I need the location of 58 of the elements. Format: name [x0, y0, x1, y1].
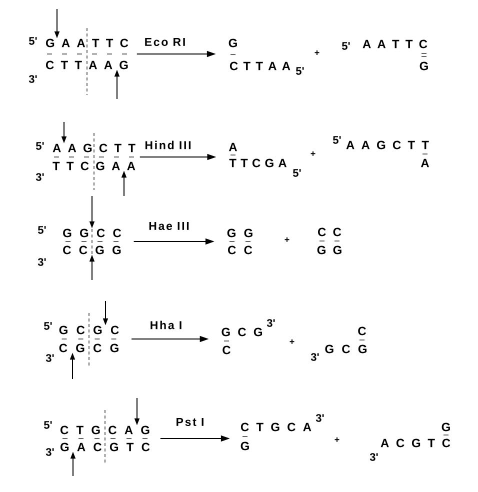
edge-label: Hae III: [149, 222, 189, 230]
strand-end-label: 5': [38, 226, 46, 234]
strand-end-label: 5': [36, 142, 44, 150]
base-sequence: G A A T T C: [46, 38, 128, 48]
base-sequence: A A G C T T: [346, 140, 429, 150]
base-sequence: C C G G: [63, 246, 121, 254]
strand-end-label: 3': [370, 453, 378, 461]
strand-end-label: 5': [332, 136, 341, 144]
base-sequence: G C G C: [59, 326, 119, 334]
base-sequence: C T T A A G: [46, 60, 128, 70]
plus-sign: +: [314, 50, 320, 55]
strand-end-label: 5': [296, 67, 304, 75]
edge-label: Hha I: [150, 320, 182, 330]
base-sequence: C T G C A G: [60, 426, 150, 434]
base-sequence: C C: [318, 228, 342, 236]
strand-end-label: 5': [292, 169, 301, 177]
base-sequence: G G: [317, 246, 342, 254]
base-sequence: G: [442, 422, 450, 432]
plus-sign: +: [310, 151, 316, 156]
base-sequence: A A T T C: [362, 40, 428, 48]
base-sequence: G C G: [325, 344, 367, 354]
base-sequence: G: [240, 442, 249, 450]
edge-label: Pst I: [176, 418, 204, 426]
base-sequence: C: [222, 346, 230, 354]
base-sequence: G G C C: [63, 228, 122, 238]
base-sequence: C: [358, 326, 366, 336]
base-sequence: G G: [227, 228, 252, 238]
strand-end-label: 3': [266, 319, 275, 327]
base-sequence: C T G C A: [240, 422, 312, 432]
plus-sign: +: [290, 339, 294, 344]
strand-end-label: 3': [46, 354, 54, 362]
strand-end-label: 3': [316, 414, 324, 422]
base-sequence: T T C G A: [229, 158, 287, 168]
strand-end-label: 3': [46, 448, 54, 456]
strand-end-label: 5': [44, 322, 52, 330]
strand-end-label: 5': [44, 421, 52, 429]
base-sequence: C G C G: [59, 344, 118, 352]
strand-end-label: 3': [36, 173, 44, 181]
base-sequence: C T T A A: [230, 62, 290, 70]
base-sequence: G C G: [222, 328, 262, 336]
base-sequence: A: [420, 158, 429, 168]
base-sequence: A A G C T T: [52, 144, 136, 152]
strand-end-label: 3': [310, 353, 319, 361]
strand-end-label: 3': [38, 258, 46, 266]
strand-end-label: 5': [28, 37, 37, 45]
edge-label: Hind III: [145, 140, 191, 150]
base-sequence: G A C G T C: [60, 442, 150, 452]
base-sequence: A: [228, 142, 237, 152]
edge-label: Eco RI: [145, 38, 185, 46]
base-sequence: A C G T C: [380, 438, 450, 448]
base-sequence: G: [228, 38, 237, 48]
plus-sign: +: [284, 237, 290, 242]
base-sequence: T T C G A A: [52, 162, 136, 170]
strand-end-label: 3': [28, 75, 37, 83]
base-sequence: C C: [228, 246, 252, 254]
strand-end-label: 5': [342, 42, 350, 50]
plus-sign: +: [334, 437, 340, 442]
base-sequence: G: [420, 62, 428, 70]
